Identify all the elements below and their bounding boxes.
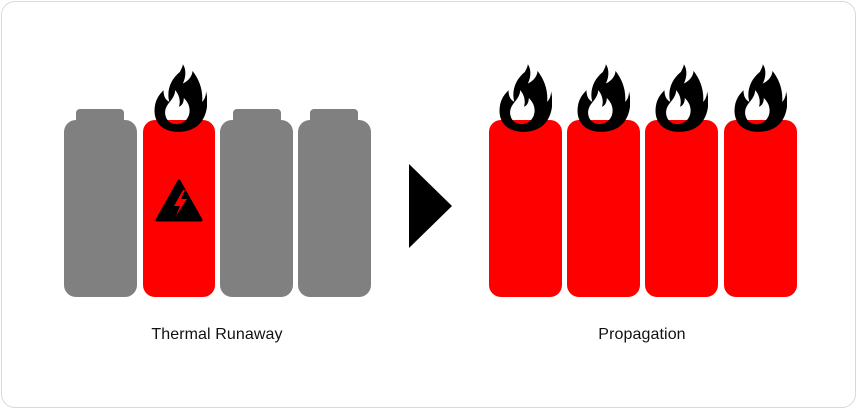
battery-cell-normal (298, 109, 371, 297)
left-battery-pack (64, 64, 371, 297)
high-voltage-warning-icon (155, 179, 203, 222)
battery-cell-normal (64, 109, 137, 297)
battery-cell-runaway (489, 64, 562, 297)
battery-cell-normal (220, 109, 293, 297)
right-arrow-icon (409, 164, 452, 248)
battery-cell-runaway (724, 64, 797, 297)
battery-cell-runaway (143, 64, 215, 297)
battery-cell-runaway (567, 64, 640, 297)
thermal-runaway-label: Thermal Runaway (151, 326, 283, 343)
battery-cell-runaway (645, 64, 718, 297)
right-battery-pack (489, 64, 797, 297)
propagation-label: Propagation (598, 326, 686, 343)
